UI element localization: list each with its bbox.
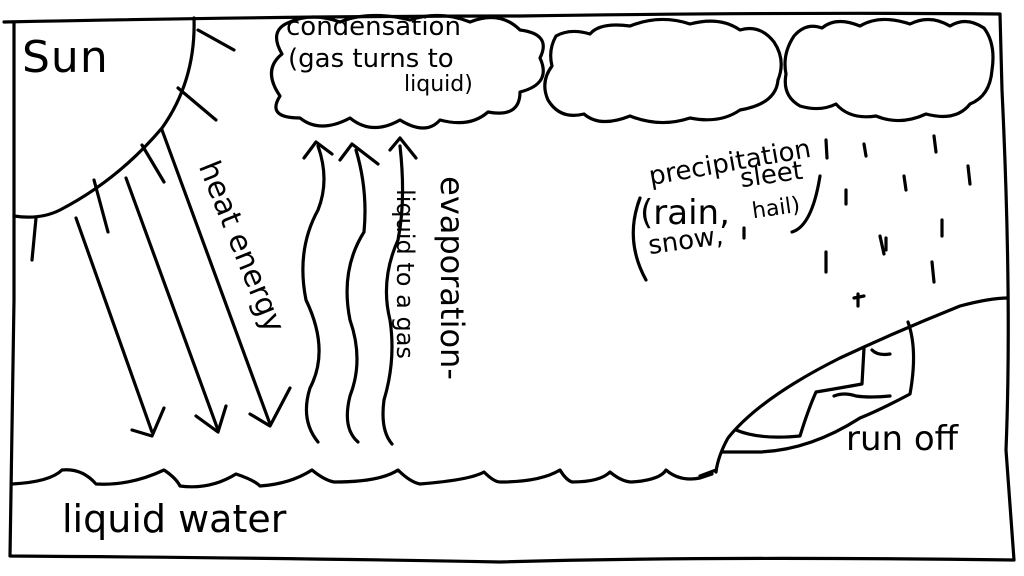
cloud-condensation <box>269 13 545 130</box>
sun-label: Sun <box>22 32 109 83</box>
liquid-water-label: liquid water <box>62 497 287 541</box>
sun-shape <box>12 16 196 219</box>
precipitation-bracket-right <box>790 174 822 234</box>
sun-rays <box>30 28 236 262</box>
wave-mark <box>870 348 892 357</box>
heat-energy-arrows <box>74 128 292 438</box>
water-surface <box>10 468 714 489</box>
run-off-channel <box>720 320 916 454</box>
cloud-right <box>783 17 995 123</box>
run-off-label: run off <box>846 419 959 459</box>
evaporation-description: liquid to a gas <box>390 189 419 359</box>
run-off-stream <box>734 346 866 439</box>
shore-join <box>698 468 718 478</box>
rain-drops <box>742 134 972 308</box>
wave-mark <box>832 392 892 399</box>
precipitation-bracket <box>631 196 648 282</box>
condensation-description-1: (gas turns to <box>288 44 454 74</box>
evaporation-label: evaporation- <box>432 176 471 380</box>
frame-border <box>2 11 1016 564</box>
rain-label: (rain, <box>640 193 730 233</box>
evaporation-arrows <box>301 136 418 446</box>
condensation-description-2: liquid) <box>404 72 473 97</box>
cloud-middle <box>543 17 783 125</box>
land-hill <box>714 296 1010 474</box>
condensation-label: condensation <box>286 12 461 42</box>
